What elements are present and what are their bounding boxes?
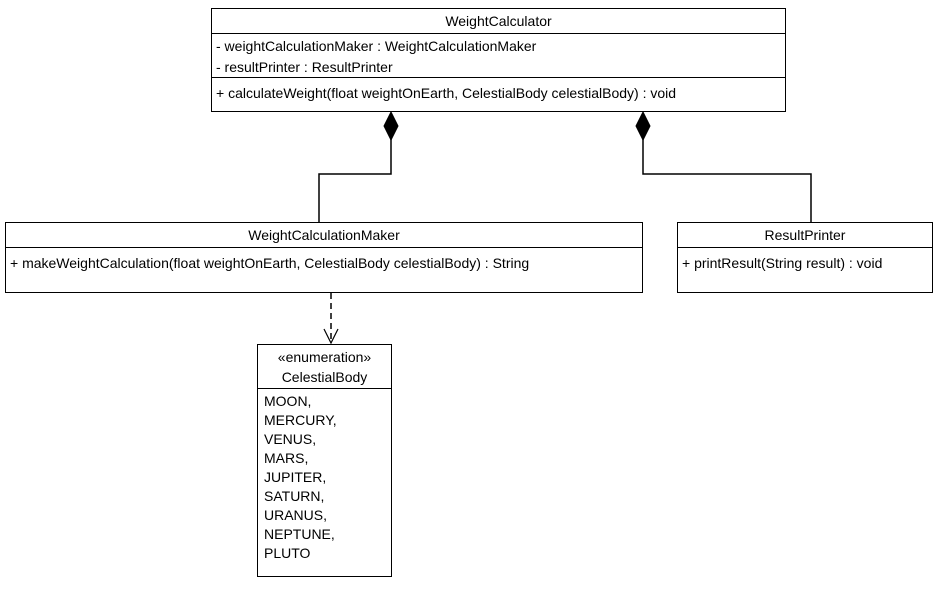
enum-value: JUPITER, xyxy=(264,469,327,485)
enum-value: MERCURY, xyxy=(264,412,337,428)
dependency-arrowhead-icon xyxy=(323,328,339,345)
enum-value: MARS, xyxy=(264,450,309,466)
enum-value: MOON, xyxy=(264,393,312,409)
attribute-line: - resultPrinter : ResultPrinter xyxy=(216,59,393,75)
enum-value: SATURN, xyxy=(264,488,325,504)
attributes-compartment: - weightCalculationMaker : WeightCalcula… xyxy=(212,34,785,78)
methods-compartment: + makeWeightCalculation(float weightOnEa… xyxy=(6,248,642,292)
enum-box-celestialbody: «enumeration» CelestialBody MOON, MERCUR… xyxy=(257,344,392,577)
enum-value: VENUS, xyxy=(264,431,317,447)
method-line: + makeWeightCalculation(float weightOnEa… xyxy=(10,255,530,271)
enum-stereotype: «enumeration» xyxy=(277,348,372,365)
enum-values-compartment: MOON, MERCURY, VENUS, MARS, JUPITER, SAT… xyxy=(258,389,391,576)
attribute-line: - weightCalculationMaker : WeightCalcula… xyxy=(216,38,537,54)
enum-value: PLUTO xyxy=(264,545,311,561)
class-name: ResultPrinter xyxy=(678,223,932,248)
composition-diamond-icon xyxy=(635,110,651,142)
class-box-weightcalculator: WeightCalculator - weightCalculationMake… xyxy=(211,8,786,112)
enum-value: URANUS, xyxy=(264,507,328,523)
enum-name: CelestialBody xyxy=(281,368,368,385)
class-box-weightcalculationmaker: WeightCalculationMaker + makeWeightCalcu… xyxy=(5,222,643,293)
class-name: WeightCalculator xyxy=(212,9,785,34)
enum-value: NEPTUNE, xyxy=(264,526,335,542)
class-box-resultprinter: ResultPrinter + printResult(String resul… xyxy=(677,222,933,293)
composition-diamond-icon xyxy=(383,110,399,142)
methods-compartment: + calculateWeight(float weightOnEarth, C… xyxy=(212,78,785,111)
method-line: + printResult(String result) : void xyxy=(682,255,883,271)
composition-connector-resultprinter xyxy=(642,139,812,222)
method-line: + calculateWeight(float weightOnEarth, C… xyxy=(216,85,677,101)
enum-title: «enumeration» CelestialBody xyxy=(258,345,391,389)
composition-connector-weightcalculationmaker xyxy=(318,139,392,222)
methods-compartment: + printResult(String result) : void xyxy=(678,248,932,292)
class-name: WeightCalculationMaker xyxy=(6,223,642,248)
